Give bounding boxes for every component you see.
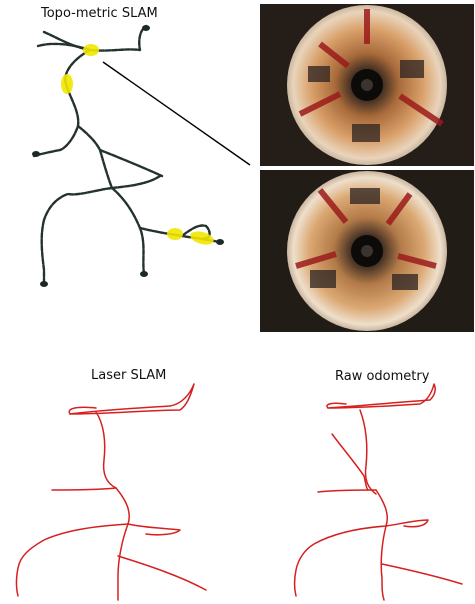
- connector-line: [103, 62, 250, 165]
- raw-path-mid-right: [386, 520, 428, 527]
- laser-path-down: [118, 524, 128, 600]
- topo-path-spine-1: [60, 50, 90, 150]
- highlight-marker-2: [61, 74, 73, 94]
- topo-path-down-a: [112, 188, 144, 274]
- topo-node-e: [216, 239, 224, 245]
- fisheye-image-bottom: [260, 170, 474, 332]
- raw-path-diagonal: [332, 434, 368, 490]
- raw-path-left-branch: [318, 490, 376, 492]
- topo-node-a: [142, 25, 150, 31]
- topo-path-down-left: [42, 220, 44, 284]
- topo-path-mid: [44, 188, 112, 220]
- highlight-marker-4: [189, 229, 215, 247]
- topo-path-spine-2: [78, 126, 112, 188]
- highlight-marker-1: [83, 44, 99, 56]
- raw-path-spine: [360, 410, 376, 494]
- laser-path-mid-right: [128, 524, 180, 535]
- laser-path-top: [70, 384, 194, 414]
- raw-path-left-down: [295, 526, 387, 596]
- highlight-marker-3: [167, 228, 183, 240]
- laser-path-left-down: [17, 524, 129, 596]
- topo-slam-graph: [0, 0, 260, 330]
- laser-path-left-branch: [52, 488, 116, 490]
- raw-path-mid: [376, 490, 387, 526]
- topo-path-mid-right2: [112, 176, 160, 188]
- raw-path-right-down: [382, 564, 462, 584]
- laser-path-right-down: [118, 556, 206, 590]
- topo-node-d: [140, 271, 148, 277]
- topo-node-b: [32, 151, 40, 157]
- fisheye-image-top: [260, 4, 474, 166]
- raw-path-down: [381, 526, 386, 600]
- laser-path-spine: [96, 412, 116, 488]
- raw-odometry-map: [240, 380, 475, 604]
- topo-path-mid-right: [100, 150, 162, 176]
- laser-slam-map: [0, 380, 240, 604]
- laser-path-mid: [116, 488, 129, 524]
- topo-node-c: [40, 281, 48, 287]
